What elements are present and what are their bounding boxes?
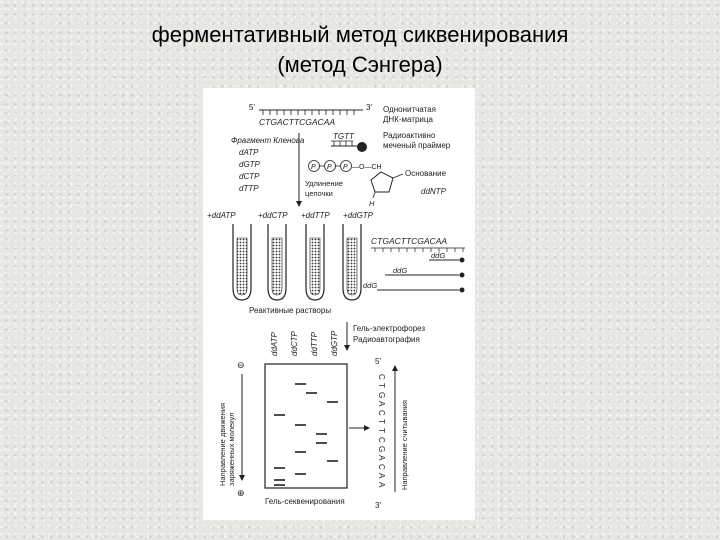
tubes-label: Реактивные растворы (249, 306, 331, 315)
product-fragment-3: ddG (363, 281, 465, 293)
read-base: C (377, 374, 386, 380)
left-axis-label-1: Направление движения (218, 403, 227, 486)
tube-label-ddctp: +ddCTP (258, 211, 288, 220)
test-tube-4 (342, 224, 362, 301)
read-base: A (377, 401, 386, 407)
reagent-dgtp: dGTP (239, 160, 261, 169)
tube-label-ddttp: +ddTTP (301, 211, 330, 220)
slide-title: ферментативный метод сиквенирования (мет… (0, 20, 720, 80)
svg-text:P: P (343, 164, 348, 171)
products-template: CTGACTTCGACAA (371, 236, 447, 246)
base-label: Основание (405, 169, 447, 178)
lane-label-ddgtp: ddGTP (330, 330, 339, 356)
left-axis-label-2: заряженных молекул (227, 413, 236, 487)
reagent-dctp: dCTP (239, 172, 260, 181)
template-ticks (262, 110, 355, 115)
sanger-diagram-svg: 5' 3' CTGACTTCGACAA Однонитчатая ДНК-мат… (207, 103, 465, 510)
svg-text:ddG: ddG (363, 281, 377, 290)
lane-label-ddctp: ddCTP (290, 330, 299, 356)
primer-label-2: меченый праймер (383, 141, 451, 150)
read-base: C (377, 464, 386, 470)
read-3-label: 3' (375, 501, 381, 510)
slide-title-line2: (метод Сэнгера) (277, 52, 443, 77)
test-tube-1 (232, 224, 252, 301)
ddntp-structure: P P P —O—CH H Основание ddNTP (308, 160, 447, 208)
sequencing-gel (264, 363, 348, 489)
reagent-dttp: dTTP (239, 184, 259, 193)
read-base: T (377, 419, 386, 424)
radiolabel-dot (357, 142, 367, 152)
minus-electrode: ⊖ (237, 360, 245, 370)
template-label-2: ДНК-матрица (383, 115, 433, 124)
read-base: A (377, 473, 386, 479)
svg-text:P: P (327, 164, 332, 171)
read-base: G (377, 446, 386, 452)
primer-sequence: TGTT (333, 132, 355, 141)
read-base: G (377, 392, 386, 398)
lane-label-ddatp: ddATP (270, 331, 279, 356)
read-base: C (377, 437, 386, 443)
gel-label: Гель-секвенирования (265, 497, 345, 506)
tube-label-ddatp: +ddATP (207, 211, 236, 220)
read-direction-label: Направление считывания (400, 400, 409, 490)
svg-text:ddG: ddG (431, 251, 445, 260)
svg-text:H: H (369, 199, 375, 208)
primer-label-1: Радиоактивно (383, 131, 436, 140)
plus-electrode: ⊕ (237, 488, 245, 498)
chain-label-2: цепочки (305, 189, 333, 198)
read-base: A (377, 455, 386, 461)
read-sequence: C T G A C T T C G A C A A (377, 374, 386, 488)
gel-bands (274, 383, 338, 486)
read-base: T (377, 383, 386, 388)
svg-text:P: P (311, 164, 316, 171)
test-tube-2 (267, 224, 287, 301)
strand-3-label: 3' (366, 103, 372, 112)
test-tube-3 (305, 224, 325, 301)
read-5-label: 5' (375, 357, 381, 366)
product-fragment-1: ddG (429, 251, 465, 263)
chain-label-1: Удлинение (305, 179, 343, 188)
read-base: C (377, 410, 386, 416)
product-fragment-2: ddG (385, 266, 465, 278)
electrophoresis-label-1: Гель-электрофорез (353, 324, 425, 333)
slide-title-line1: ферментативный метод сиквенирования (151, 22, 569, 47)
reagent-datp: dATP (239, 148, 259, 157)
sanger-diagram: 5' 3' CTGACTTCGACAA Однонитчатая ДНК-мат… (203, 88, 475, 520)
lane-label-ddttp: ddTTP (310, 331, 319, 356)
svg-text:ddG: ddG (393, 266, 407, 275)
ddntp-label: ddNTP (421, 187, 447, 196)
strand-5-label: 5' (249, 103, 255, 112)
read-base: A (377, 482, 386, 488)
reagent-klenow: Фрагмент Кленова (231, 136, 305, 145)
tube-label-ddgtp: +ddGTP (343, 211, 374, 220)
read-base: T (377, 428, 386, 433)
svg-text:—O—CH: —O—CH (352, 164, 382, 171)
template-sequence: CTGACTTCGACAA (259, 117, 335, 127)
template-label-1: Однонитчатая (383, 105, 436, 114)
electrophoresis-label-2: Радиоавтография (353, 335, 420, 344)
